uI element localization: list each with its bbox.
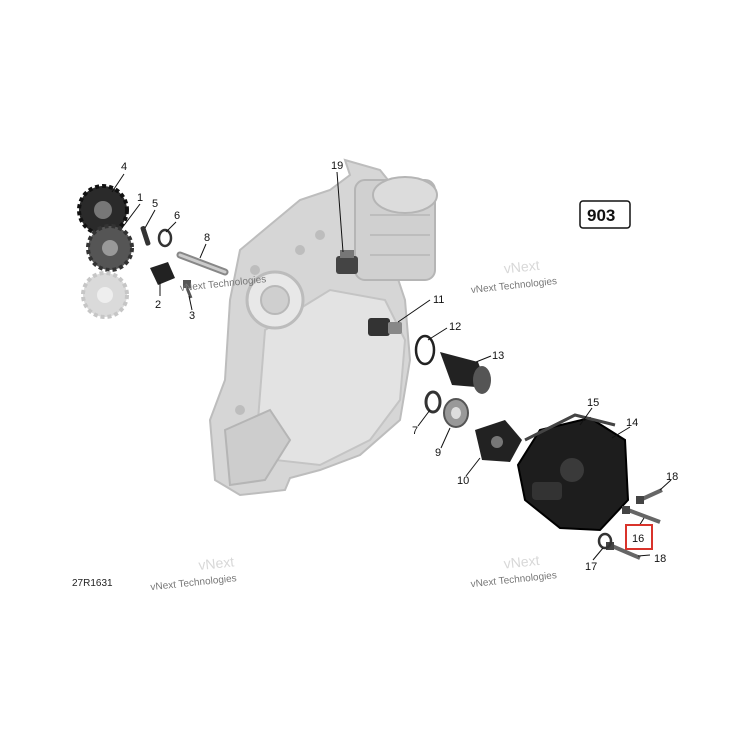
ring-7 bbox=[424, 390, 442, 414]
oring-12 bbox=[414, 334, 436, 366]
bolt-16 bbox=[622, 506, 661, 524]
callout-12: 12 bbox=[449, 321, 461, 333]
callout-10: 10 bbox=[457, 475, 469, 487]
figure-reference: 27R1631 bbox=[72, 578, 113, 589]
page-number: 903 bbox=[587, 206, 615, 225]
watermark-lower-right: vNext vNext Technologies bbox=[470, 552, 557, 590]
watermark-text-upper: vNext Technologies bbox=[470, 276, 557, 296]
engine-housing bbox=[208, 158, 438, 497]
sensor-19 bbox=[336, 250, 358, 274]
callout-17: 17 bbox=[585, 561, 597, 573]
callout-5: 5 bbox=[152, 198, 158, 210]
callout-9: 9 bbox=[435, 447, 441, 459]
bushing-2 bbox=[150, 262, 175, 285]
screw-3 bbox=[183, 280, 193, 299]
page-number-plate: 903 bbox=[579, 200, 631, 229]
callout-19: 19 bbox=[331, 160, 343, 172]
callout-3: 3 bbox=[189, 310, 195, 322]
impeller-10 bbox=[475, 420, 522, 462]
callout-11: 11 bbox=[433, 294, 444, 306]
callout-7: 7 bbox=[412, 425, 418, 437]
gear-ghost bbox=[81, 271, 129, 319]
watermark-text-lower-right: vNext Technologies bbox=[470, 570, 557, 590]
callout-4: 4 bbox=[121, 161, 127, 173]
callout-16: 16 bbox=[632, 533, 644, 545]
callout-18-lower: 18 bbox=[654, 553, 666, 565]
shaft-8 bbox=[176, 251, 229, 276]
pin-5 bbox=[140, 226, 151, 246]
watermark-ghost-lower-right: vNext bbox=[503, 552, 540, 572]
watermark-lower-left: vNext vNext Technologies bbox=[150, 553, 237, 593]
sleeve-13 bbox=[440, 352, 491, 394]
thermostat-11 bbox=[368, 318, 402, 336]
callout-2: 2 bbox=[155, 299, 161, 311]
callout-13: 13 bbox=[492, 350, 504, 362]
callout-8: 8 bbox=[204, 232, 210, 244]
gear-4 bbox=[77, 184, 129, 236]
watermark-ghost-lower-left: vNext bbox=[198, 553, 235, 573]
callout-1: 1 bbox=[137, 192, 143, 204]
watermark-upper: vNext vNext Technologies bbox=[470, 257, 557, 296]
water-pump-cover-14 bbox=[516, 413, 630, 532]
leader-lines bbox=[111, 171, 672, 561]
gear-1 bbox=[86, 224, 134, 272]
callout-18-upper: 18 bbox=[666, 471, 678, 483]
watermark-text-lower-left: vNext Technologies bbox=[150, 573, 237, 593]
callout-16-highlight[interactable]: 16 bbox=[625, 524, 653, 550]
oring-17 bbox=[597, 532, 613, 550]
bearing-9 bbox=[443, 398, 469, 428]
callout-15: 15 bbox=[587, 397, 599, 409]
watermark-ghost-upper: vNext bbox=[503, 257, 540, 277]
callout-14: 14 bbox=[626, 417, 638, 429]
callout-6: 6 bbox=[174, 210, 180, 222]
ring-6 bbox=[157, 228, 173, 248]
bolt-18-upper bbox=[636, 488, 663, 504]
